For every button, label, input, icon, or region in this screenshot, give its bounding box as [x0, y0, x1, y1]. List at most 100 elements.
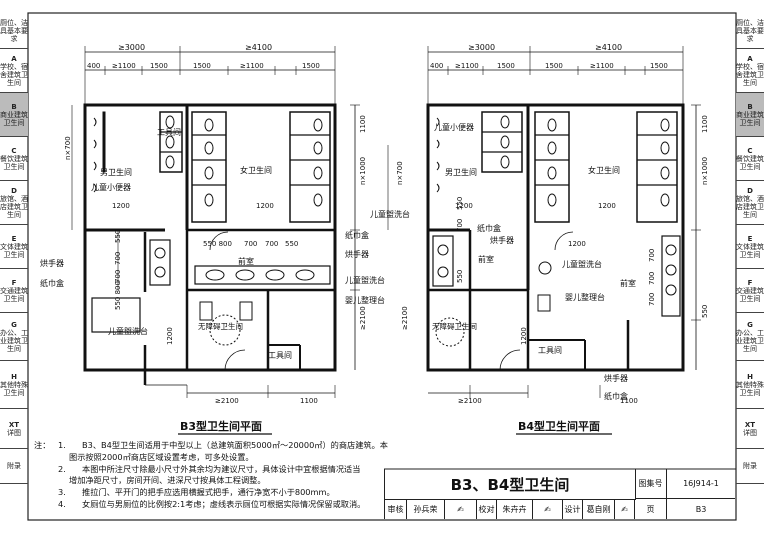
nav-section-label: 详图 — [743, 428, 757, 437]
nav-section-label: 厕位、洁具基本要求 — [0, 18, 28, 43]
b4-label-front2: 前室 — [620, 278, 636, 288]
design-name: 葛自刚 — [583, 499, 615, 519]
nav-section-letter: A — [11, 54, 17, 63]
note-2-key: 2. — [58, 463, 66, 474]
b3-dim-1200b: 1200 — [256, 202, 274, 210]
b4-label-front: 前室 — [478, 254, 494, 264]
b4-plan — [387, 46, 701, 398]
b3-dim-700b: 700 — [114, 270, 122, 283]
nav-section-letter: F — [747, 278, 753, 287]
drawing-title: B3、B4型卫生间 — [385, 469, 636, 500]
nav-section-letter: F — [11, 278, 17, 287]
b3-label-tool2: 工具间 — [268, 351, 292, 360]
b3-dim-2-d: 1500 — [193, 62, 211, 70]
b3-title: B3型卫生间平面 — [180, 419, 262, 433]
note-3-key: 3. — [58, 487, 66, 498]
nav-section-label: 其他特殊卫生间 — [736, 380, 764, 397]
b4-dim-nx1000: n×1000 — [701, 157, 709, 185]
nav-section-letter: C — [11, 146, 17, 155]
b4-label-women: 女卫生间 — [588, 165, 620, 175]
nav-section-label: 附录 — [7, 462, 21, 470]
notes-row-2: 2. 本图中所注尺寸除最小尺寸外其余均为建议尺寸，具体设计中宜根据情况适当 — [34, 464, 394, 476]
nav-section-letter: B — [747, 102, 753, 111]
nav-section-item-0[interactable]: 厕位、洁具基本要求 — [0, 13, 28, 49]
b3-dim-700-1: 700 — [244, 240, 257, 248]
nav-section-item-0[interactable]: 厕位、洁具基本要求 — [736, 13, 764, 49]
note-3-line-1: 推拉门、平开门的把手应选用横握式把手，通行净宽不小于800mm。 — [82, 487, 335, 498]
nav-section-label: 办公、工业建筑卫生间 — [0, 328, 28, 353]
b4-dim-550c: 550 — [701, 305, 709, 318]
b4-dim-550: 550 — [456, 197, 464, 210]
nav-section-label: 文体建筑卫生间 — [736, 242, 764, 259]
b3-dim-1200: 1200 — [112, 202, 130, 210]
notes-block: 注： 1. B3、B4型卫生间适用于中型以上（总建筑面积5000㎡～20000㎡… — [34, 440, 394, 511]
b3-dim-1200c: 1200 — [166, 327, 174, 345]
b4-dim-top-2: ≥4100 — [595, 43, 622, 52]
check-label: 校对 — [477, 499, 497, 519]
b4-dim-2-c: 1500 — [497, 62, 515, 70]
b4-label-tool: 工具间 — [538, 346, 562, 355]
b4-label-men: 男卫生间 — [445, 167, 477, 177]
b3-label-child-basin: 儿童盥洗台 — [108, 326, 148, 336]
b4-label-hand-dryer2: 烘手器 — [604, 373, 628, 383]
nav-section-letter: B — [11, 102, 17, 111]
nav-section-label: 餐饮建筑卫生间 — [736, 154, 764, 171]
b4-label-paper-box2: 纸巾盒 — [604, 391, 628, 401]
b3-label-child-basin2: 儿童盥洗台 — [345, 275, 385, 285]
nav-section-item-10[interactable]: 附录 — [0, 449, 28, 484]
b3-dim-top-1: ≥3000 — [118, 43, 145, 52]
b4-dim-1100: 1100 — [701, 115, 709, 133]
b4-dim-2100: ≥2100 — [401, 306, 409, 330]
atlas-number: 16J914-1 — [667, 469, 735, 499]
note-4-key: 4. — [58, 498, 66, 509]
b3-dim-2-c: 1500 — [150, 62, 168, 70]
b3-label-front: 前室 — [238, 256, 254, 266]
b3-dim-2-f: 1500 — [302, 62, 320, 70]
nav-section-item-10[interactable]: 附录 — [736, 449, 764, 484]
page-label: 页 — [635, 499, 667, 519]
b3-labels: ≥3000 ≥4100 400 ≥1100 1500 1500 ≥1100 15… — [40, 43, 385, 433]
note-1-key: 1. — [58, 440, 66, 450]
b4-dim-2-d: 1500 — [545, 62, 563, 70]
b4-dim-1100b: 1100 — [620, 397, 638, 405]
nav-section-letter: C — [747, 146, 753, 155]
b3-dim-700-2: 700 — [265, 240, 278, 248]
b3-dim-800: 550 800 — [114, 281, 122, 310]
nav-section-label: 办公、工业建筑卫生间 — [736, 328, 764, 353]
b4-label-child-basin2: 儿童盥洗台 — [562, 259, 602, 269]
b4-labels: ≥3000 ≥4100 400 ≥1100 1500 1500 ≥1100 15… — [370, 43, 709, 433]
b4-title: B4型卫生间平面 — [518, 419, 600, 433]
nav-section-letter: A — [747, 54, 753, 63]
notes-row-1: 注： 1. B3、B4型卫生间适用于中型以上（总建筑面积5000㎡～20000㎡… — [34, 440, 394, 452]
b4-dim-nx700: n×700 — [396, 161, 404, 185]
nav-section-label: 交通建筑卫生间 — [0, 286, 28, 303]
nav-section-letter: H — [747, 372, 753, 381]
b3-dim-top-2: ≥4100 — [245, 43, 272, 52]
b3-dim-1100b: 1100 — [300, 397, 318, 405]
design-label: 设计 — [563, 499, 583, 519]
nav-section-label: 文体建筑卫生间 — [0, 242, 28, 259]
b4-dim-1200c: 1200 — [568, 240, 586, 248]
